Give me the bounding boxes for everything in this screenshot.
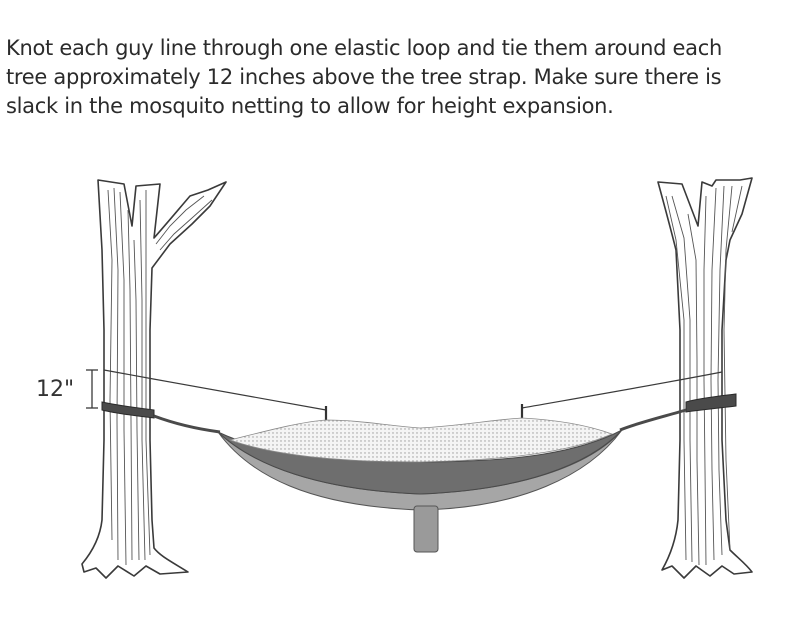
measurement-label: 12": [36, 377, 74, 402]
instructions-line-3: slack in the mosquito netting to allow f…: [6, 94, 614, 118]
hammock: [217, 417, 623, 553]
stuff-sack: [413, 505, 439, 553]
left-suspension: [153, 414, 221, 434]
guy-lines: [103, 369, 723, 411]
left-guy-line: [103, 369, 327, 411]
right-tree-trunk: [657, 177, 753, 579]
left-tree-strap: [101, 401, 155, 419]
net-poles: [324, 404, 524, 422]
instructions-line-1: Knot each guy line through one elastic l…: [6, 36, 723, 60]
mosquito-netting: [228, 417, 614, 463]
right-guy-line: [521, 371, 723, 409]
suspension-straps: [153, 408, 687, 434]
left-tree: [81, 179, 227, 579]
right-suspension: [619, 408, 687, 432]
instructions-line-2: tree approximately 12 inches above the t…: [6, 65, 722, 89]
right-tree: [657, 177, 753, 579]
right-tree-strap: [685, 393, 737, 413]
measurement-indicator: 12": [36, 369, 98, 409]
instructions-text: Knot each guy line through one elastic l…: [6, 34, 796, 121]
tree-straps: [101, 393, 737, 419]
